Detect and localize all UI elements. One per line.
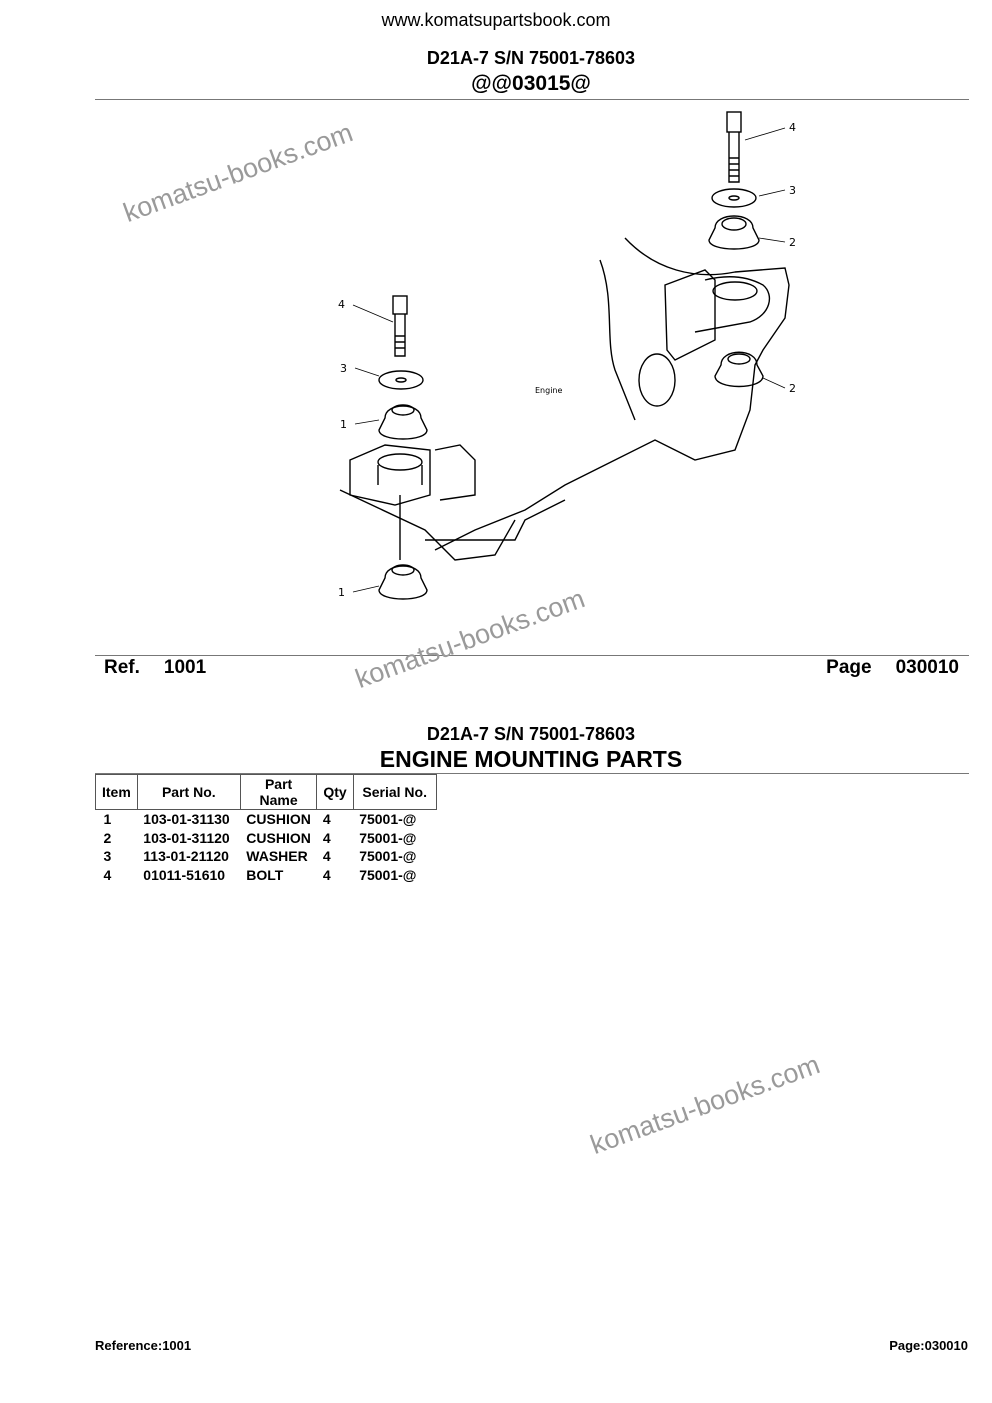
page-label: Page <box>826 657 872 678</box>
callout-bolt-upper: 4 <box>789 121 796 134</box>
cell-part-no: 103-01-31130 <box>143 811 230 828</box>
section-title: ENGINE MOUNTING PARTS <box>379 746 683 772</box>
group-code: @@03015@ <box>471 72 591 95</box>
table-row: 1 103-01-31130 CUSHION 4 75001-@ <box>96 810 437 829</box>
cell-qty: 4 <box>322 811 331 828</box>
engine-mount-illustration: 4 3 2 2 4 3 1 1 Engine <box>338 111 796 600</box>
cell-qty: 4 <box>322 866 331 883</box>
engine-label: Engine <box>535 386 562 395</box>
callout-cushion1-lower: 1 <box>338 586 345 599</box>
cell-qty: 4 <box>322 829 331 846</box>
column-header-serial-no: Serial No. <box>352 774 437 810</box>
cell-part-no: 113-01-21120 <box>143 848 229 865</box>
model-serial-heading: D21A-7 S/N 75001-78603 <box>426 48 636 68</box>
table-row: 4 01011-51610 BOLT 4 75001-@ <box>96 866 437 885</box>
column-header-item: Item <box>95 774 138 810</box>
parts-table: Item Part No. Part Name Qty Serial No. 1… <box>95 774 437 884</box>
cell-part-name: CUSHION <box>246 829 311 846</box>
ref-divider <box>95 655 969 656</box>
cell-part-no: 103-01-31120 <box>143 829 230 846</box>
cell-serial-no: 75001-@ <box>359 866 417 883</box>
ref-label: Ref. <box>104 657 140 678</box>
cell-serial-no: 75001-@ <box>359 848 417 865</box>
cell-part-name: CUSHION <box>246 811 311 828</box>
cell-item: 2 <box>103 829 112 846</box>
section-divider <box>95 773 969 774</box>
callout-bolt-left: 4 <box>338 298 345 311</box>
callout-washer-upper: 3 <box>789 184 796 197</box>
column-header-part-name: Part Name <box>239 774 318 810</box>
column-header-qty: Qty <box>316 774 354 810</box>
watermark-text: komatsu-books.com <box>586 1049 824 1161</box>
cell-serial-no: 75001-@ <box>359 829 417 846</box>
footer-page: Page:030010 <box>889 1338 968 1353</box>
section-model-serial: D21A-7 S/N 75001-78603 <box>426 724 636 744</box>
footer-reference: Reference:1001 <box>95 1338 192 1353</box>
column-header-part-no: Part No. <box>136 774 241 810</box>
site-url: www.komatsupartsbook.com <box>381 10 611 30</box>
cell-serial-no: 75001-@ <box>359 811 417 828</box>
table-row: 2 103-01-31120 CUSHION 4 75001-@ <box>96 829 437 848</box>
callout-washer-left: 3 <box>340 362 347 375</box>
cell-item: 3 <box>103 848 112 865</box>
callout-cushion1-upper: 1 <box>340 418 347 431</box>
cell-item: 4 <box>103 866 112 883</box>
callout-cushion2-upper: 2 <box>789 236 796 249</box>
cell-part-name: BOLT <box>246 866 284 883</box>
table-row: 3 113-01-21120 WASHER 4 75001-@ <box>96 847 437 866</box>
cell-item: 1 <box>103 811 112 828</box>
ref-indicator: Ref. 1001 <box>104 657 206 679</box>
cell-qty: 4 <box>322 848 331 865</box>
header-divider <box>95 99 969 100</box>
cell-part-name: WASHER <box>246 848 308 865</box>
parts-table-header: Item Part No. Part Name Qty Serial No. <box>95 774 437 810</box>
ref-value: 1001 <box>163 657 207 678</box>
page-indicator: Page 030010 <box>826 657 959 679</box>
cell-part-no: 01011-51610 <box>143 866 226 883</box>
callout-cushion2-lower: 2 <box>789 382 796 395</box>
page-value: 030010 <box>895 657 959 678</box>
